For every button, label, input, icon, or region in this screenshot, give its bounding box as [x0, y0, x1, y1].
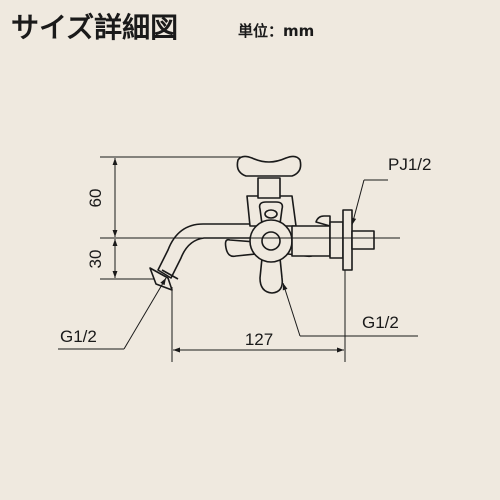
dimension-height-lower: 30 [86, 250, 105, 269]
page-title: サイズ詳細図 [11, 11, 179, 44]
callout-g-thread-left: G1/2 [60, 327, 97, 346]
callout-pj-thread: PJ1/2 [388, 155, 431, 174]
unit-label: 単位：mm [238, 22, 315, 40]
faucet-outline [149, 155, 375, 294]
callout-g-thread-right: G1/2 [362, 313, 399, 332]
dimension-length: 127 [245, 330, 273, 349]
dimension-height-upper: 60 [86, 189, 105, 208]
leader-lines [58, 179, 418, 350]
